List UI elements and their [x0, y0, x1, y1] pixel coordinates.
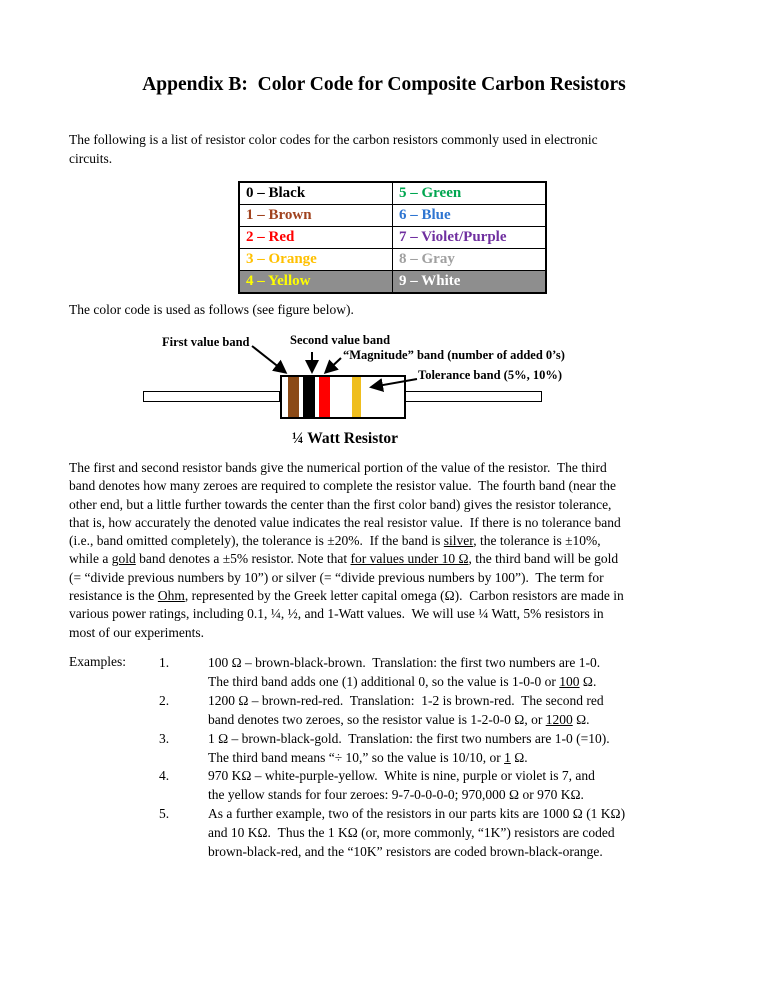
color-cell-gray: 8 – Gray	[392, 248, 547, 271]
label-first-value-band: First value band	[162, 335, 250, 349]
color-cell-orange: 3 – Orange	[238, 248, 393, 271]
color-code-table: 0 – Black 5 – Green 1 – Brown 6 – Blue 2…	[238, 181, 547, 294]
example-text: 1 Ω – brown-black-gold. Translation: the…	[208, 730, 610, 765]
example-text: As a further example, two of the resisto…	[208, 806, 626, 860]
example-item: 3. 1 Ω – brown-black-gold. Translation: …	[159, 730, 739, 768]
band-first-brown	[288, 377, 299, 417]
color-table-row: 3 – Orange 8 – Gray	[238, 248, 547, 271]
example-text: 1200 Ω – brown-red-red. Translation: 1-2…	[208, 692, 604, 727]
color-cell-yellow: 4 – Yellow	[238, 270, 393, 294]
color-cell-brown: 1 – Brown	[238, 204, 393, 227]
example-number: 2.	[159, 692, 170, 708]
example-number: 4.	[159, 768, 170, 784]
color-cell-violet: 7 – Violet/Purple	[392, 226, 547, 249]
resistor-lead-left	[143, 391, 280, 402]
figure-intro-text: The color code is used as follows (see f…	[69, 302, 354, 317]
band-magnitude-red	[319, 377, 330, 417]
band-second-black	[303, 377, 315, 417]
color-table-row: 4 – Yellow 9 – White	[238, 270, 547, 294]
examples-label: Examples:	[69, 654, 126, 669]
example-item: 2. 1200 Ω – brown-red-red. Translation: …	[159, 692, 739, 730]
intro-paragraph: The following is a list of resistor colo…	[69, 132, 598, 166]
label-magnitude-band: “Magnitude” band (number of added 0’s)	[343, 348, 565, 362]
example-number: 1.	[159, 655, 170, 670]
color-cell-black: 0 – Black	[238, 181, 393, 205]
band-tolerance-gold	[352, 377, 361, 417]
color-table-row: 0 – Black 5 – Green	[238, 181, 547, 205]
example-text: 100 Ω – brown-black-brown. Translation: …	[208, 655, 601, 689]
example-text: 970 KΩ – white-purple-yellow. White is n…	[208, 768, 595, 803]
label-second-value-band: Second value band	[290, 333, 391, 347]
color-cell-red: 2 – Red	[238, 226, 393, 249]
color-table-row: 1 – Brown 6 – Blue	[238, 204, 547, 227]
color-table-row: 2 – Red 7 – Violet/Purple	[238, 226, 547, 249]
example-number: 3.	[159, 730, 170, 746]
example-item: 5. As a further example, two of the resi…	[159, 805, 739, 862]
color-cell-blue: 6 – Blue	[392, 204, 547, 227]
page-title: Appendix B: Color Code for Composite Car…	[142, 74, 626, 95]
example-item: 1. 100 Ω – brown-black-brown. Translatio…	[159, 654, 739, 692]
examples-list: 1. 100 Ω – brown-black-brown. Translatio…	[159, 654, 739, 862]
label-tolerance-band: Tolerance band (5%, 10%)	[418, 368, 562, 382]
color-cell-white: 9 – White	[392, 270, 547, 294]
example-item: 4. 970 KΩ – white-purple-yellow. White i…	[159, 767, 739, 805]
example-number: 5.	[159, 806, 170, 822]
resistor-lead-right	[405, 391, 542, 402]
figure-caption: ¼ Watt Resistor	[291, 430, 399, 447]
description-paragraph: The first and second resistor bands give…	[69, 460, 624, 640]
color-cell-green: 5 – Green	[392, 181, 547, 205]
